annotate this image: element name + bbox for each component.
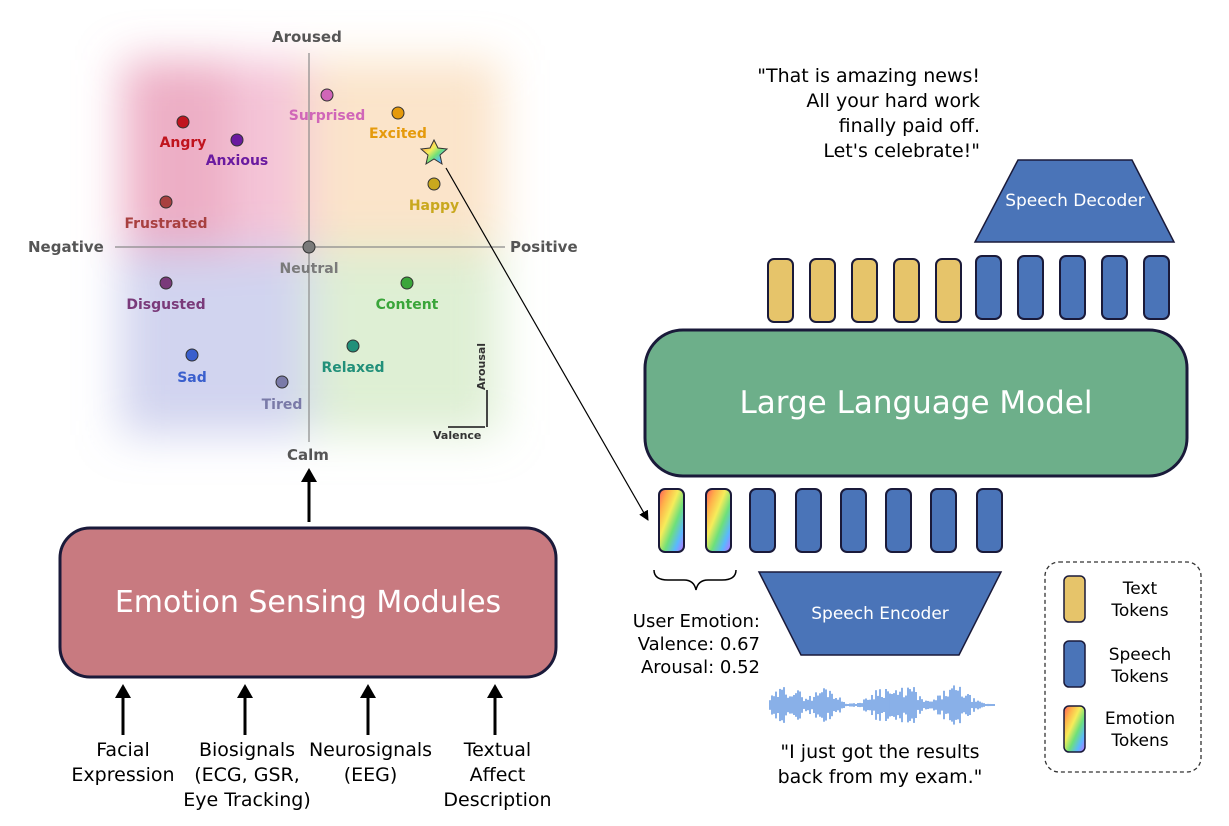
emotion-dot-frustrated (159, 195, 173, 209)
emotion-sensing-title: Emotion Sensing Modules (114, 585, 502, 620)
speech-token (975, 255, 1002, 320)
emotion-dots (159, 88, 441, 389)
legend-speech-token (1063, 640, 1086, 688)
emotion-dot-angry (176, 115, 190, 129)
text-token (809, 258, 836, 323)
user-emotion-valence: Valence: 0.67 (637, 634, 760, 655)
output-waveform (974, 98, 1178, 142)
user-emotion-title: User Emotion: (632, 611, 760, 632)
emotion-dot-relaxed (346, 339, 360, 353)
emotion-label-relaxed: Relaxed (321, 360, 385, 376)
emotion-brace (653, 569, 737, 591)
input-tokens-row (658, 488, 1003, 553)
emotion-label-surprised: Surprised (288, 108, 366, 124)
emotion-label-excited: Excited (369, 126, 427, 142)
llm-title: Large Language Model (739, 385, 1093, 421)
mini-axes (448, 390, 488, 428)
text-token (767, 258, 794, 323)
emotion-label-content: Content (375, 297, 439, 313)
emotion-dot-tired (275, 375, 289, 389)
emotion-dot-happy (427, 177, 441, 191)
legend-text-token (1063, 575, 1086, 623)
module-to-circumplex-arrowhead (301, 468, 317, 482)
emotion-dot-sad (185, 348, 199, 362)
emotion-label-anxious: Anxious (205, 153, 269, 169)
axis-label-aroused: Aroused (272, 28, 342, 46)
speech-decoder-shape (973, 159, 1176, 243)
speech-encoder-label: Speech Encoder (811, 603, 949, 624)
speech-token (840, 488, 867, 553)
circumplex-background (120, 60, 500, 435)
output-quote: "That is amazing news! All your hard wor… (757, 65, 980, 162)
speech-token (795, 488, 822, 553)
emotion-token (658, 488, 685, 553)
emotion-label-happy: Happy (408, 198, 460, 214)
input-neurosignals: Neurosignals (EEG) (308, 739, 433, 786)
text-token (893, 258, 920, 323)
output-tokens-row (767, 255, 1170, 323)
text-token (935, 258, 962, 323)
axis-label-calm: Calm (287, 446, 329, 464)
speech-token (1101, 255, 1128, 320)
input-biosignals: Biosignals (ECG, GSR, Eye Tracking) (183, 739, 311, 811)
emotion-label-frustrated: Frustrated (124, 216, 208, 232)
speech-decoder-label: Speech Decoder (1005, 191, 1145, 211)
llm-box (643, 328, 1189, 478)
emotion-label-tired: Tired (261, 397, 303, 413)
speech-token (885, 488, 912, 553)
emotion-dot-disgusted (159, 276, 173, 290)
input-quote: "I just got the results back from my exa… (777, 741, 983, 788)
emotion-token (705, 488, 732, 553)
speech-token (930, 488, 957, 553)
user-emotion-arousal: Arousal: 0.52 (640, 657, 760, 678)
text-token (851, 258, 878, 323)
input-textual-affect: Textual Affect Description (443, 739, 552, 811)
mini-axis-valence: Valence (433, 429, 482, 442)
legend-speech-tokens-label: Speech Tokens (1108, 645, 1172, 687)
legend-emotion-token (1063, 705, 1086, 753)
emotion-label-sad: Sad (177, 370, 207, 386)
speech-token (1143, 255, 1170, 320)
speech-encoder-shape (757, 571, 1003, 656)
legend-emotion-tokens-label: Emotion Tokens (1104, 709, 1176, 751)
star-to-tokens-arrow (445, 167, 649, 521)
user-emotion-star (419, 138, 449, 166)
speech-token (749, 488, 776, 553)
emotion-sensing-box (58, 526, 558, 679)
emotion-dot-excited (391, 106, 405, 120)
axis-label-negative: Negative (28, 238, 104, 256)
emotion-dot-surprised (320, 88, 334, 102)
legend-text-tokens-label: Text Tokens (1111, 579, 1169, 621)
emotion-label-disgusted: Disgusted (126, 297, 206, 313)
emotion-dot-neutral (302, 240, 316, 254)
axis-label-positive: Positive (510, 238, 578, 256)
user-emotion-info: User Emotion: Valence: 0.67 Arousal: 0.5… (610, 610, 760, 679)
speech-token (1017, 255, 1044, 320)
speech-token (976, 488, 1003, 553)
input-waveform (769, 685, 995, 725)
mini-axis-arousal: Arousal (475, 342, 488, 390)
emotion-label-angry: Angry (159, 135, 207, 151)
emotion-label-neutral: Neutral (279, 261, 339, 277)
legend-box (1044, 561, 1202, 773)
emotion-dot-content (400, 276, 414, 290)
input-arrows (115, 684, 503, 735)
input-facial-expression: Facial Expression (71, 739, 175, 786)
emotion-dot-anxious (230, 133, 244, 147)
speech-token (1059, 255, 1086, 320)
